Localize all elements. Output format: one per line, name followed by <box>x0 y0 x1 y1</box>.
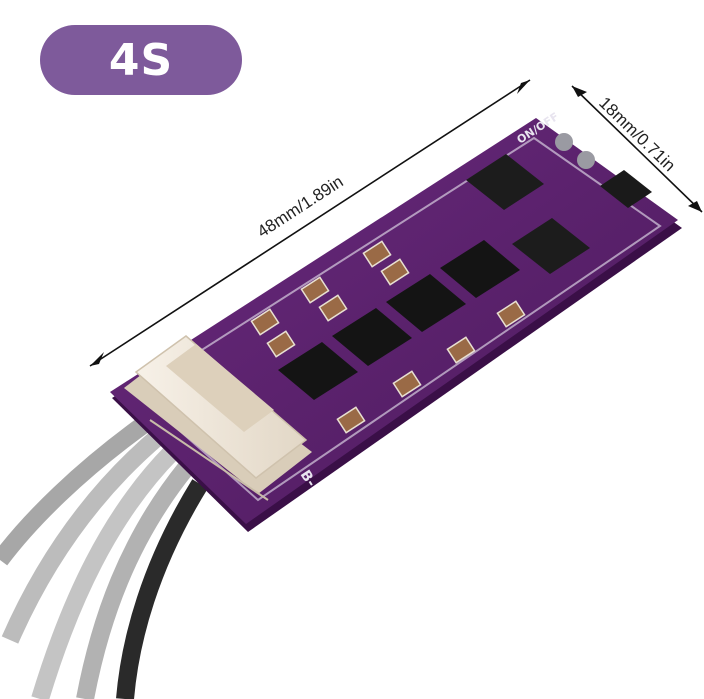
length-label: 48mm/1.89in <box>254 172 347 241</box>
mosfet-chip <box>386 274 466 332</box>
terminal-silkscreen: B- <box>297 467 319 490</box>
cell-count-badge: 4S <box>40 25 242 95</box>
solder-pad <box>577 151 595 169</box>
capacitor-array <box>250 240 526 434</box>
balance-connector <box>124 335 312 501</box>
mosfet-chip <box>332 308 412 366</box>
bms-board: ON/OFF B- <box>110 110 682 532</box>
ic-chip <box>512 218 590 274</box>
width-label: 18mm/0.71in <box>595 93 679 175</box>
mosfet-chip <box>278 342 358 400</box>
cell-count-label: 4S <box>108 34 174 86</box>
mosfet-chip <box>440 240 520 298</box>
solder-pad <box>555 133 573 151</box>
ic-chip <box>466 154 544 210</box>
balance-wires <box>0 412 208 699</box>
switch-chip <box>600 170 652 208</box>
